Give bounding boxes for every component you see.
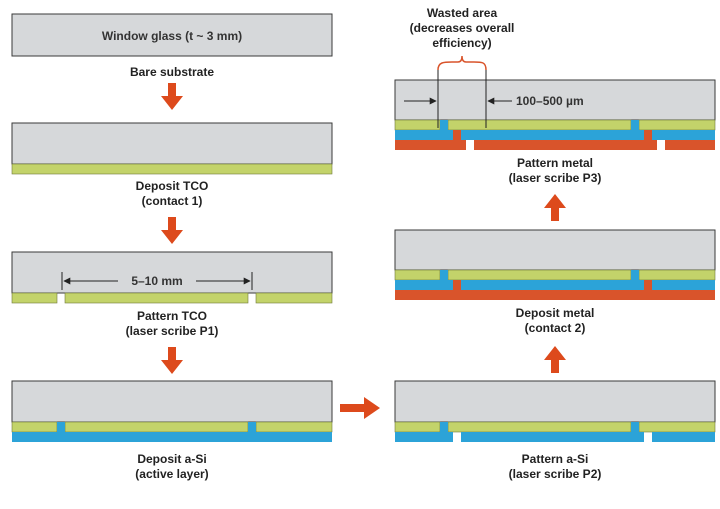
pattern-asi-subtitle: (laser scribe P2) [509, 467, 602, 481]
pattern-tco-subtitle: (laser scribe P1) [126, 324, 219, 338]
deposit-tco-title: Deposit TCO [136, 179, 209, 193]
stack-pattern-asi [394, 380, 716, 442]
arrow-up-icon [544, 194, 566, 221]
arrow-up-icon [544, 346, 566, 373]
deposit-tco-subtitle: (contact 1) [142, 194, 203, 208]
wasted-area-bracket [437, 55, 487, 71]
deposit-metal-title: Deposit metal [516, 306, 595, 320]
dead-zone-width-label: 100–500 µm [516, 94, 584, 108]
pattern-metal-subtitle: (laser scribe P3) [509, 171, 602, 185]
arrow-right-icon [340, 397, 380, 419]
arrow-down-icon [161, 83, 183, 110]
arrow-down-icon [161, 347, 183, 374]
glass-plate-window [11, 13, 333, 57]
wasted-area-title: Wasted area [427, 6, 498, 20]
deposit-asi-subtitle: (active layer) [135, 467, 208, 481]
tco-spacing-dimension [61, 272, 253, 290]
stack-pattern-tco [11, 251, 333, 304]
pattern-tco-title: Pattern TCO [137, 309, 207, 323]
pattern-asi-title: Pattern a-Si [522, 452, 589, 466]
stack-deposit-asi [11, 380, 333, 442]
arrow-down-icon [161, 217, 183, 244]
bare-substrate-label: Bare substrate [130, 65, 214, 79]
deposit-metal-subtitle: (contact 2) [525, 321, 586, 335]
pattern-metal-title: Pattern metal [517, 156, 593, 170]
tco-spacing-label: 5–10 mm [131, 274, 182, 288]
wasted-area-line3: efficiency) [432, 36, 491, 50]
dead-zone-dimension [404, 70, 512, 128]
deposit-asi-title: Deposit a-Si [137, 452, 206, 466]
wasted-area-line2: (decreases overall [410, 21, 515, 35]
stack-deposit-tco [11, 122, 333, 175]
stack-deposit-metal [394, 229, 716, 300]
window-glass-label: Window glass (t ~ 3 mm) [102, 29, 242, 43]
stack-pattern-metal [394, 79, 716, 150]
